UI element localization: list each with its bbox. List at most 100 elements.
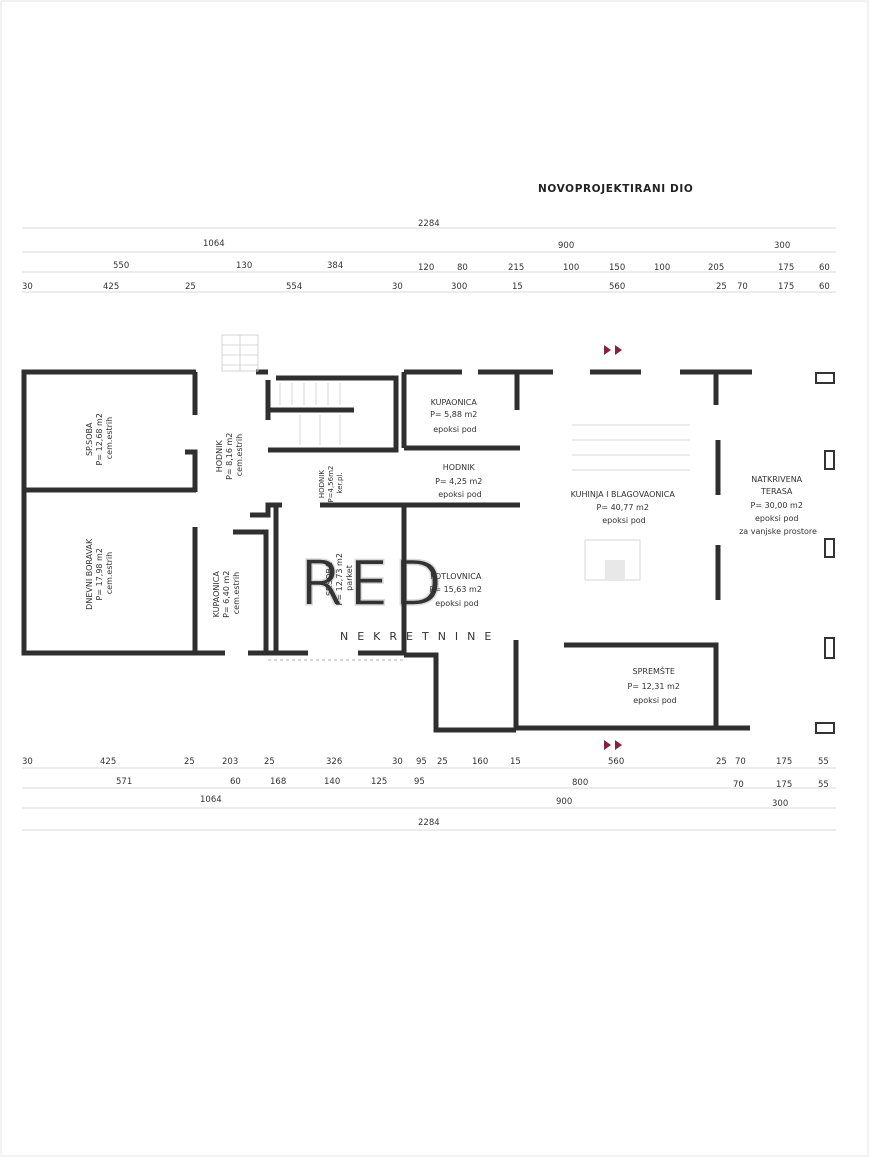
room-area: P= 40,77 m2	[597, 503, 649, 512]
room-label-kupaonica-2: KUPAONICA P= 6,40 m2 cem.estrih	[212, 568, 241, 618]
column	[815, 722, 835, 734]
room-floor: epoksi pod	[435, 599, 479, 608]
dim-label: 203	[222, 757, 238, 767]
room-name: HODNIK	[443, 463, 476, 472]
walls	[21, 369, 752, 733]
room-label-kotlovnica: KOTLOVNICA P= 15,63 m2 epoksi pod	[430, 572, 485, 608]
dim-label: 175	[776, 757, 792, 767]
room-area: P= 12,73 m2	[335, 553, 344, 605]
room-area: P= 12,31 m2	[628, 682, 680, 691]
dim-label: 215	[508, 263, 524, 273]
dim-label: 560	[609, 282, 625, 292]
room-name: KUPAONICA	[431, 398, 478, 407]
dim-label: 175	[778, 282, 794, 292]
room-name: KOTLOVNICA	[430, 572, 482, 581]
room-floor: epoksi pod	[755, 514, 799, 523]
dim-label: 100	[654, 263, 670, 273]
dim-label: 175	[776, 780, 792, 790]
wall	[185, 449, 198, 492]
section-marker-bottom	[604, 740, 622, 750]
dim-label: 70	[735, 757, 746, 767]
dim-label: 30	[392, 757, 403, 767]
dim-label: 30	[392, 282, 403, 292]
dim-label: 900	[556, 797, 572, 807]
dim-label: 300	[774, 241, 790, 251]
outer-wall-left	[21, 369, 225, 656]
section-arrow	[604, 345, 611, 355]
dim-bottom-total: 2284	[418, 818, 440, 828]
dim-top-total: 2284	[418, 219, 440, 229]
dim-label: 80	[457, 263, 468, 273]
dim-label: 300	[772, 799, 788, 809]
dim-label: 1064	[200, 795, 222, 805]
room-floor: epoksi pod	[433, 425, 477, 434]
room-area: P=4,56m2	[327, 466, 335, 503]
dim-label: 425	[103, 282, 119, 292]
room-floor: ker.pl.	[336, 472, 344, 493]
dim-label: 25	[716, 757, 727, 767]
column	[815, 372, 835, 384]
room-area: P= 8,16 m2	[225, 433, 234, 480]
dim-label: 554	[286, 282, 302, 292]
watermark-sub: NEKRETNINE	[340, 630, 500, 643]
room-floor: cem.estrih	[235, 434, 244, 476]
room-labels: SP.SOBA P= 12,68 m2 cem.estrih HODNIK P=…	[85, 398, 817, 705]
dim-label: 70	[737, 282, 748, 292]
stairs	[221, 334, 341, 445]
dim-label: 425	[100, 757, 116, 767]
room-label-kuhinja: KUHINJA I BLAGOVAONICA P= 40,77 m2 epoks…	[571, 490, 678, 525]
dim-label: 205	[708, 263, 724, 273]
room-area: P= 15,63 m2	[430, 585, 482, 594]
room-floor: cem.estrih	[105, 552, 114, 594]
room-label-hodnik-3: HODNIK P=4,56m2 ker.pl.	[318, 463, 344, 502]
dim-label: 15	[510, 757, 521, 767]
room-label-hodnik-1: HODNIK P= 8,16 m2 cem.estrih	[215, 430, 244, 480]
room-floor: cem.estrih	[232, 572, 241, 614]
section-arrow	[615, 740, 622, 750]
room-name: SPREMŠTE	[633, 665, 675, 676]
plan-title: NOVOPROJEKTIRANI DIO	[538, 183, 693, 195]
room-floor: epoksi pod	[633, 696, 677, 705]
dim-label: 100	[563, 263, 579, 273]
dim-label: 30	[22, 757, 33, 767]
dim-label: 60	[819, 263, 830, 273]
wall	[268, 375, 399, 453]
room-floor: cem.estrih	[105, 417, 114, 459]
room-floor: epoksi pod	[438, 490, 482, 499]
column	[824, 450, 835, 470]
room-name: SP.SOBA	[325, 562, 334, 596]
dim-label: 25	[184, 757, 195, 767]
dim-label: 168	[270, 777, 286, 787]
kitchen-fixtures	[572, 424, 690, 581]
room-floor: epoksi pod	[602, 516, 646, 525]
column	[824, 538, 835, 558]
dim-label: 15	[512, 282, 523, 292]
island-detail	[605, 560, 625, 580]
room-label-spremiste: SPREMŠTE P= 12,31 m2 epoksi pod	[628, 665, 683, 705]
section-marker-top	[604, 345, 622, 355]
dim-label: 95	[416, 757, 427, 767]
room-label-kupaonica-1: KUPAONICA P= 5,88 m2 epoksi pod	[430, 398, 480, 434]
dim-label: 25	[264, 757, 275, 767]
dim-label: 120	[418, 263, 434, 273]
dim-label: 150	[609, 263, 625, 273]
dim-label: 25	[716, 282, 727, 292]
dim-label: 560	[608, 757, 624, 767]
room-name: DNEVNI BORAVAK	[85, 538, 94, 610]
dim-label: 125	[371, 777, 387, 787]
dim-label: 140	[324, 777, 340, 787]
room-name: KUPAONICA	[212, 571, 221, 618]
dim-label: 800	[572, 778, 588, 788]
dim-label: 160	[472, 757, 488, 767]
room-area: P= 5,88 m2	[430, 410, 477, 419]
dim-label: 1064	[203, 239, 225, 249]
dim-label: 300	[451, 282, 467, 292]
dim-label: 30	[22, 282, 33, 292]
room-name: KUHINJA I BLAGOVAONICA	[571, 490, 676, 499]
wall	[404, 652, 516, 733]
bottom-dimension-lines: 30 425 25 203 25 326 30 95 25 160 15 560…	[22, 757, 836, 831]
dim-label: 55	[818, 780, 829, 790]
room-floor: parket	[345, 565, 354, 591]
watermark-brand: RED	[300, 547, 448, 620]
